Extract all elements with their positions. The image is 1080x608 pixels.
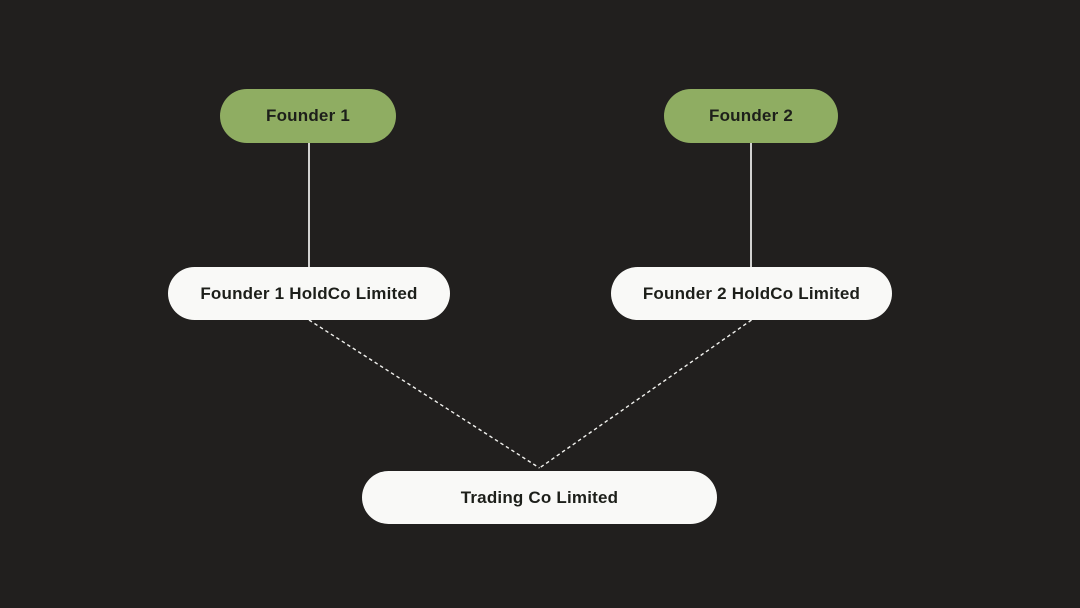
- edge-holdco1-tradingco: [308, 319, 540, 469]
- node-trading-co-label: Trading Co Limited: [460, 487, 619, 507]
- node-founder-1-holdco: Founder 1 HoldCo Limited: [168, 267, 450, 320]
- edge-holdco2-tradingco: [539, 319, 752, 469]
- node-founder-1-label: Founder 1: [266, 106, 350, 125]
- node-founder-2-holdco: Founder 2 HoldCo Limited: [611, 267, 892, 320]
- node-founder-2-holdco-label: Founder 2 HoldCo Limited: [642, 283, 861, 303]
- node-founder-1-holdco-label: Founder 1 HoldCo Limited: [200, 283, 418, 303]
- node-founder-2: Founder 2: [664, 89, 838, 143]
- node-founder-1: Founder 1: [220, 89, 396, 143]
- node-trading-co: Trading Co Limited: [362, 471, 717, 524]
- node-founder-2-label: Founder 2: [709, 106, 793, 125]
